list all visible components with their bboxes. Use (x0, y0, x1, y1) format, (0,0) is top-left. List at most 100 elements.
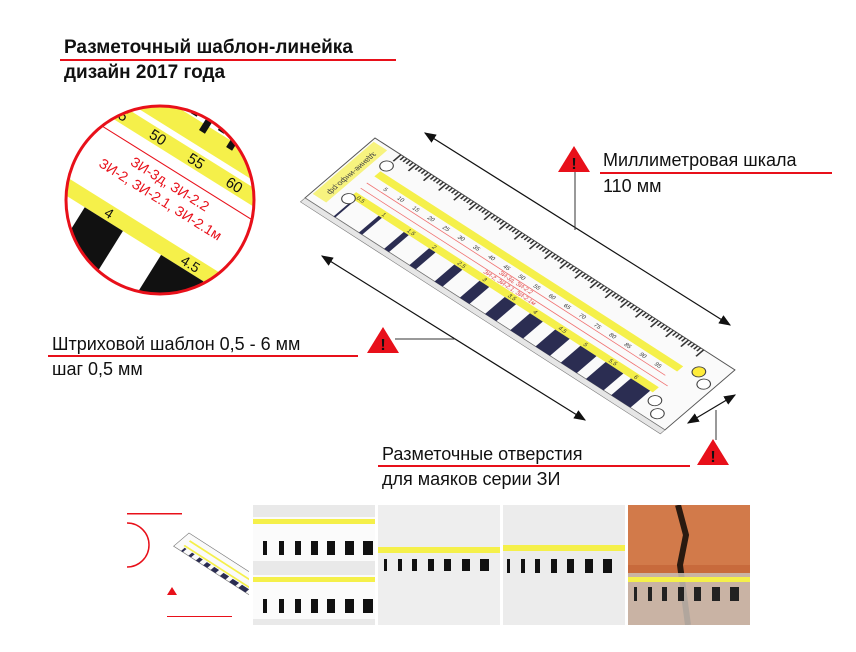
stripe (358, 215, 382, 235)
hole-spacing-arrow (686, 394, 737, 424)
scale-tick (589, 281, 599, 289)
scale-tick (469, 201, 475, 206)
callout-underline (378, 465, 690, 467)
title-underline (60, 59, 396, 61)
scale-tick (632, 306, 638, 311)
scale-tick (581, 273, 587, 278)
scale-tick (649, 320, 659, 328)
thumbnail-diagram[interactable] (127, 505, 249, 625)
thumbnail-photo-rulers[interactable] (253, 505, 375, 625)
scale-tick (553, 255, 560, 260)
scale-number: 15 (410, 206, 421, 214)
stripe (611, 378, 651, 408)
stripe (384, 231, 409, 253)
scale-tick (693, 345, 699, 350)
scale-number: 50 (516, 274, 527, 282)
scale-number: 95 (652, 362, 663, 370)
scale-tick (559, 261, 569, 269)
scale-tick (674, 333, 681, 338)
scale-tick (405, 160, 411, 165)
scale-tick (483, 212, 493, 221)
scale-tick (687, 341, 693, 346)
scale-tick (513, 232, 523, 240)
scale-tick (626, 302, 632, 307)
scale-tick (526, 238, 532, 243)
scale-tick (407, 164, 417, 172)
stripe-label: 1 (379, 212, 387, 218)
scale-tick (450, 189, 457, 194)
scale-tick (611, 292, 617, 297)
scale-tick (444, 185, 451, 190)
title-line1: Разметочный шаблон-линейка (64, 37, 353, 58)
stripe-label: 2.5 (455, 261, 467, 270)
svg-text:!: ! (571, 156, 576, 173)
scale-tick (498, 222, 508, 230)
scale-tick (466, 199, 472, 204)
thumbnail-photo-ruler[interactable] (378, 505, 500, 625)
scale-number: 35 (471, 245, 482, 253)
stripe-label: 4 (531, 310, 539, 316)
scale-tick (417, 167, 423, 173)
scale-callout-value: 110 мм (603, 176, 662, 196)
scale-tick (423, 171, 429, 176)
scale-number: 85 (622, 342, 633, 350)
title-line2: дизайн 2017 года (64, 62, 226, 83)
scale-tick (438, 183, 447, 191)
scale-tick (493, 216, 499, 221)
scale-tick (544, 251, 553, 260)
stripe-label: 3.5 (506, 294, 518, 303)
magnifier-number: 60 (222, 174, 245, 197)
scale-number: 10 (395, 196, 406, 204)
scale-tick (402, 158, 408, 163)
scale-tick (680, 339, 690, 348)
scale-tick (535, 244, 541, 249)
scale-tick (662, 325, 669, 331)
scale-number: 60 (546, 294, 557, 302)
warning-icon: ! (697, 439, 729, 466)
callout-underline (600, 172, 832, 174)
scale-tick (435, 179, 441, 184)
scale-tick (614, 294, 620, 299)
stripe-label: 0.5 (354, 196, 366, 205)
scale-number: 45 (501, 264, 512, 272)
scale-tick (453, 193, 463, 201)
scale-number: 90 (637, 352, 648, 360)
scale-tick (659, 324, 665, 329)
scale-number: 75 (592, 323, 603, 331)
scale-tick (422, 173, 432, 182)
scale-tick (392, 154, 402, 162)
scale-number: 65 (561, 303, 572, 311)
stripe (484, 297, 517, 322)
scale-tick (590, 279, 596, 284)
scale-tick (520, 234, 526, 239)
scale-tick (299, 164, 316, 185)
scale-tick (505, 224, 511, 229)
holes-callout-title: Разметочные отверстия (382, 444, 583, 464)
scale-tick (550, 253, 556, 258)
stripe-label: 1.5 (405, 229, 417, 238)
scale-tick (665, 329, 675, 338)
scale-tick (484, 210, 490, 215)
scale-tick (463, 197, 469, 202)
scale-tick (245, 130, 254, 151)
scale-tick (272, 147, 289, 168)
scale-number: 20 (425, 216, 436, 224)
scale-number: 40 (486, 255, 497, 263)
scale-tick (695, 349, 705, 357)
svg-text:!: ! (710, 449, 715, 466)
scale-tick (468, 203, 478, 211)
scale-tick (478, 206, 484, 212)
stripe (434, 264, 463, 287)
stripe (560, 345, 597, 374)
scale-tick (587, 277, 593, 282)
thumbnail-photo-ruler-closeup[interactable] (503, 505, 625, 625)
scale-tick (529, 240, 535, 245)
scale-number: 30 (456, 235, 467, 243)
scale-tick (408, 162, 414, 167)
scale-tick (217, 113, 235, 134)
magnifier-ring (64, 104, 256, 296)
scale-tick (528, 242, 538, 250)
scale-tick (559, 259, 566, 264)
thumbnail-photo-wall-crack[interactable] (628, 505, 750, 625)
length-arrow (423, 132, 732, 326)
